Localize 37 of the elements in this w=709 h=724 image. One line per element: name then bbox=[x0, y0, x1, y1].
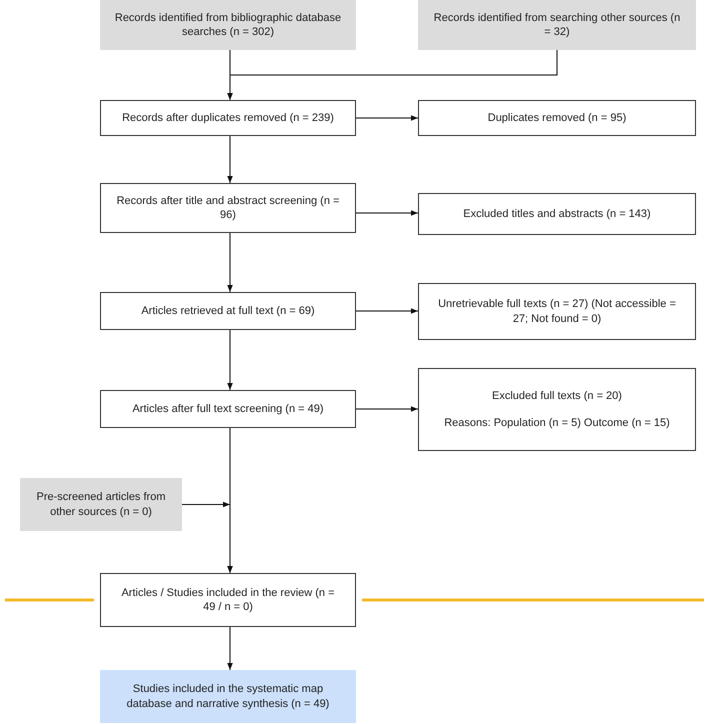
source-box bbox=[20, 478, 182, 531]
box-text: Records identified from bibliographic database searches (n = 302) bbox=[114, 10, 342, 40]
arrow bbox=[356, 406, 418, 412]
box-text: Duplicates removed (n = 95) bbox=[488, 110, 626, 126]
process-box bbox=[100, 390, 356, 428]
arrow bbox=[227, 626, 233, 670]
box-text: Articles / Studies included in the review (n = 49 / n = 0) bbox=[120, 586, 336, 614]
box-text: Studies included in the systematic map database and narrative synthesis (n = 49) bbox=[126, 682, 330, 711]
arrow bbox=[182, 502, 233, 574]
arrow bbox=[227, 136, 233, 184]
box-text: Articles retrieved at full text (n = 69) bbox=[141, 304, 315, 318]
process-box bbox=[418, 100, 696, 136]
process-box bbox=[100, 573, 356, 627]
arrow bbox=[356, 115, 418, 121]
box-text: Articles after full text screening (n = 49) bbox=[132, 402, 324, 416]
box-text: Excluded titles and abstracts (n = 143) bbox=[463, 206, 651, 222]
arrow bbox=[227, 232, 233, 292]
source-box bbox=[100, 0, 356, 50]
box-text: Records after title and abstract screening (n = 96) bbox=[116, 194, 340, 222]
box-detail-text: Reasons: Population (n = 5) Outcome (n = 15) bbox=[444, 416, 670, 430]
box-text: Excluded full texts (n = 20) bbox=[492, 388, 622, 403]
source-box bbox=[418, 0, 696, 50]
process-box bbox=[418, 368, 696, 451]
box-text: Pre-screened articles from other sources (n = 0) bbox=[36, 490, 166, 519]
result-box bbox=[100, 670, 356, 723]
process-box bbox=[418, 283, 696, 340]
arrow bbox=[356, 210, 418, 216]
process-box bbox=[418, 193, 696, 235]
process-box bbox=[100, 183, 356, 233]
arrow bbox=[227, 330, 233, 390]
process-box bbox=[100, 292, 356, 330]
box-text: Records after duplicates removed (n = 239) bbox=[122, 110, 334, 126]
box-text: Unretrievable full texts (n = 27) (Not accessible = 27; Not found = 0) bbox=[437, 297, 677, 326]
box-text: Records identified from searching other sources (n = 32) bbox=[432, 10, 682, 40]
process-box bbox=[100, 100, 356, 136]
arrow bbox=[356, 308, 418, 314]
arrow bbox=[227, 50, 558, 100]
